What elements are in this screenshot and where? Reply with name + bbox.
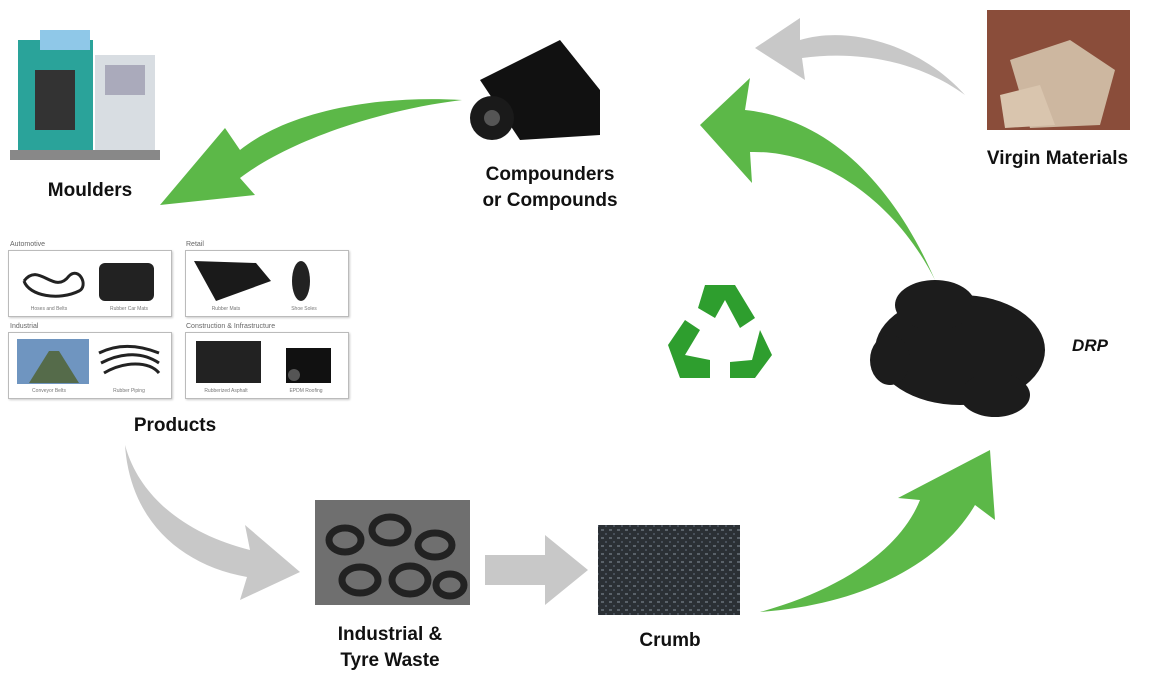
item-caption: Conveyor Belts (32, 388, 66, 394)
label-compounders-line2: or Compounds (482, 190, 618, 211)
tyre-waste-image (315, 500, 470, 605)
arrow-compounders-to-moulders (160, 99, 462, 205)
label-tyre-line2: Tyre Waste (340, 650, 440, 671)
hoses-image (22, 263, 154, 301)
item-caption: Rubberized Asphalt (204, 388, 248, 394)
virgin-materials-image (987, 10, 1130, 130)
arrow-virgin-to-compounders (755, 18, 965, 95)
group-title: Retail (186, 241, 204, 248)
label-moulders: Moulders (47, 180, 133, 201)
label-products: Products (133, 415, 217, 436)
group-industrial: Conveyor Belts Rubber Piping (8, 332, 172, 399)
item-caption: Rubber Car Mats (109, 306, 149, 312)
drp-image (870, 280, 1045, 417)
label-compounders-line1: Compounders (485, 164, 615, 185)
label-virgin-materials: Virgin Materials (986, 148, 1129, 169)
recycle-icon (668, 285, 772, 378)
group-title: Industrial (10, 323, 39, 330)
group-construction: Rubberized Asphalt EPDM Roofing (185, 332, 349, 399)
group-retail: Rubber Mats Shoe Soles (185, 250, 349, 317)
crumb-image (598, 525, 740, 615)
item-caption: Hoses and Belts (30, 306, 68, 312)
label-tyre-waste: Industrial & Tyre Waste (310, 622, 470, 674)
mats-image (194, 261, 310, 301)
item-caption: Rubber Piping (113, 388, 145, 394)
asphalt-image (196, 341, 331, 383)
item-caption: EPDM Roofing (289, 388, 323, 394)
group-automotive: Hoses and Belts Rubber Car Mats (8, 250, 172, 317)
arrow-drp-to-compounders (700, 78, 935, 280)
label-drp: DRP (1072, 336, 1108, 355)
conveyor-image (17, 339, 161, 384)
item-caption: Shoe Soles (291, 306, 317, 312)
label-tyre-line1: Industrial & (337, 624, 443, 645)
item-caption: Rubber Mats (211, 306, 241, 312)
label-crumb: Crumb (639, 630, 701, 651)
rubber-roll-image (470, 40, 600, 140)
group-title: Automotive (10, 241, 46, 248)
arrow-tyre-to-crumb (485, 535, 588, 605)
label-compounders: Compounders or Compounds (470, 162, 630, 214)
group-title: Construction & Infrastructure (186, 323, 276, 330)
arrow-crumb-to-drp (760, 450, 995, 612)
moulder-machine-image (10, 30, 160, 160)
arrow-products-to-tyre-waste (125, 445, 300, 600)
